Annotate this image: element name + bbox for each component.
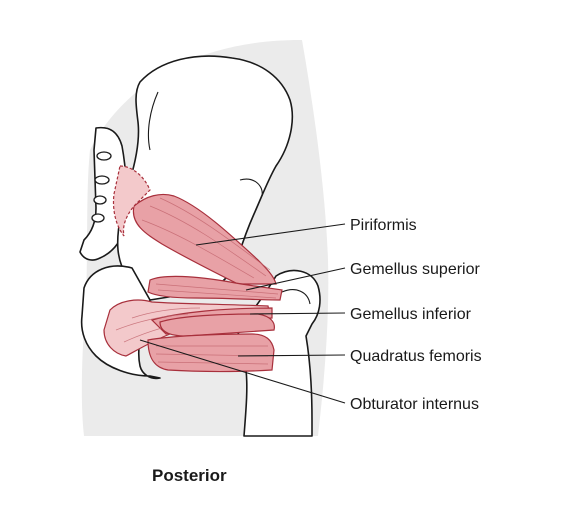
gemellus-superior-leader <box>245 267 346 291</box>
view-caption: Posterior <box>152 466 227 485</box>
sacral-foramen <box>96 151 112 161</box>
label-gemellus-superior: Gemellus superior <box>350 261 481 278</box>
gemellus-inferior-leader <box>249 312 346 315</box>
piriformis-leader <box>195 223 346 246</box>
quadratus-femoris-leader <box>237 354 346 357</box>
gemellus-inferior-muscle <box>159 313 275 337</box>
label-quadratus-femoris: Quadratus femoris <box>350 348 482 365</box>
gemellus-superior-muscle <box>147 275 283 301</box>
sacral-foramen <box>93 195 107 205</box>
piriformis-origin <box>112 165 151 237</box>
quadratus-femoris-muscle <box>147 333 275 373</box>
piriformis-fibers <box>141 197 271 279</box>
ilium-contour <box>147 91 263 197</box>
sacral-foramen <box>94 175 110 185</box>
gemellus-superior-fibers <box>155 283 279 299</box>
greater-trochanter <box>281 289 311 305</box>
piriformis-muscle <box>132 193 277 285</box>
label-obturator-internus: Obturator internus <box>350 396 479 413</box>
label-gemellus-inferior: Gemellus inferior <box>350 306 472 323</box>
obturator-internus-leader <box>139 339 346 404</box>
sacral-foramen <box>91 213 105 223</box>
label-piriformis: Piriformis <box>350 217 417 234</box>
sacrum-bone <box>79 126 128 261</box>
